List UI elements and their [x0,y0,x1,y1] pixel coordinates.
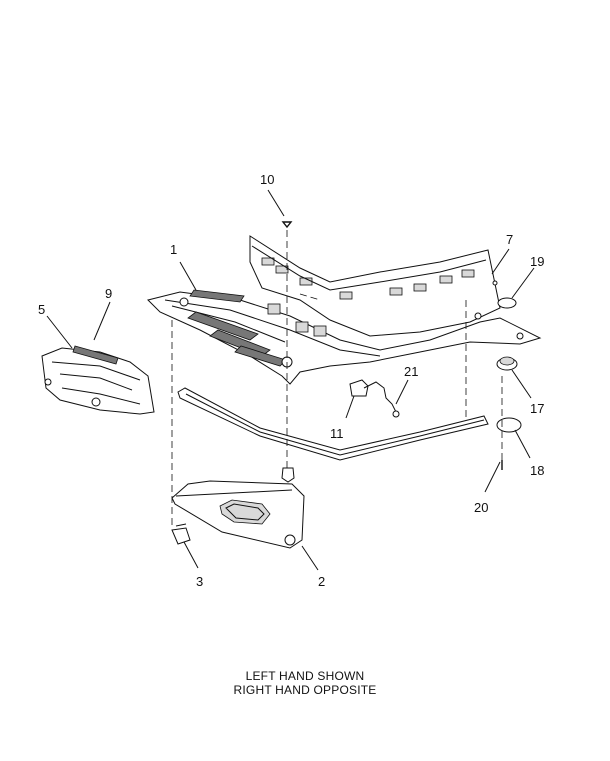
leader-lines [46,189,535,571]
washer-part-18 [496,417,522,433]
weatherstrip [177,387,489,461]
callout-18: 18 [530,463,544,478]
assembly-lines [171,230,503,526]
callout-labels: 1 10 9 5 7 19 21 11 17 18 20 2 3 [38,172,544,589]
callout-1: 1 [170,242,177,257]
callout-17: 17 [530,401,544,416]
callout-10: 10 [260,172,274,187]
callout-21: 21 [404,364,418,379]
callout-9: 9 [105,286,112,301]
part-7-pin [492,280,498,286]
screw-part-10 [281,221,293,229]
caption-line-1: LEFT HAND SHOWN [245,669,365,683]
sun-visor-part-2 [171,480,305,549]
grommet-part-17 [496,356,518,371]
callout-7: 7 [506,232,513,247]
callout-19: 19 [530,254,544,269]
callout-11: 11 [330,426,344,441]
fastener [281,467,295,483]
visor-clip-part-3 [171,523,191,545]
caption-line-2: RIGHT HAND OPPOSITE [233,683,377,697]
switch-part-11 [349,379,400,418]
callout-2: 2 [318,574,325,589]
callout-20: 20 [474,500,488,515]
callout-5: 5 [38,302,45,317]
bracket-housing-part-5 [41,345,155,415]
trim-panel-part-1 [147,235,542,385]
cap-part-19 [497,297,517,309]
callout-3: 3 [196,574,203,589]
